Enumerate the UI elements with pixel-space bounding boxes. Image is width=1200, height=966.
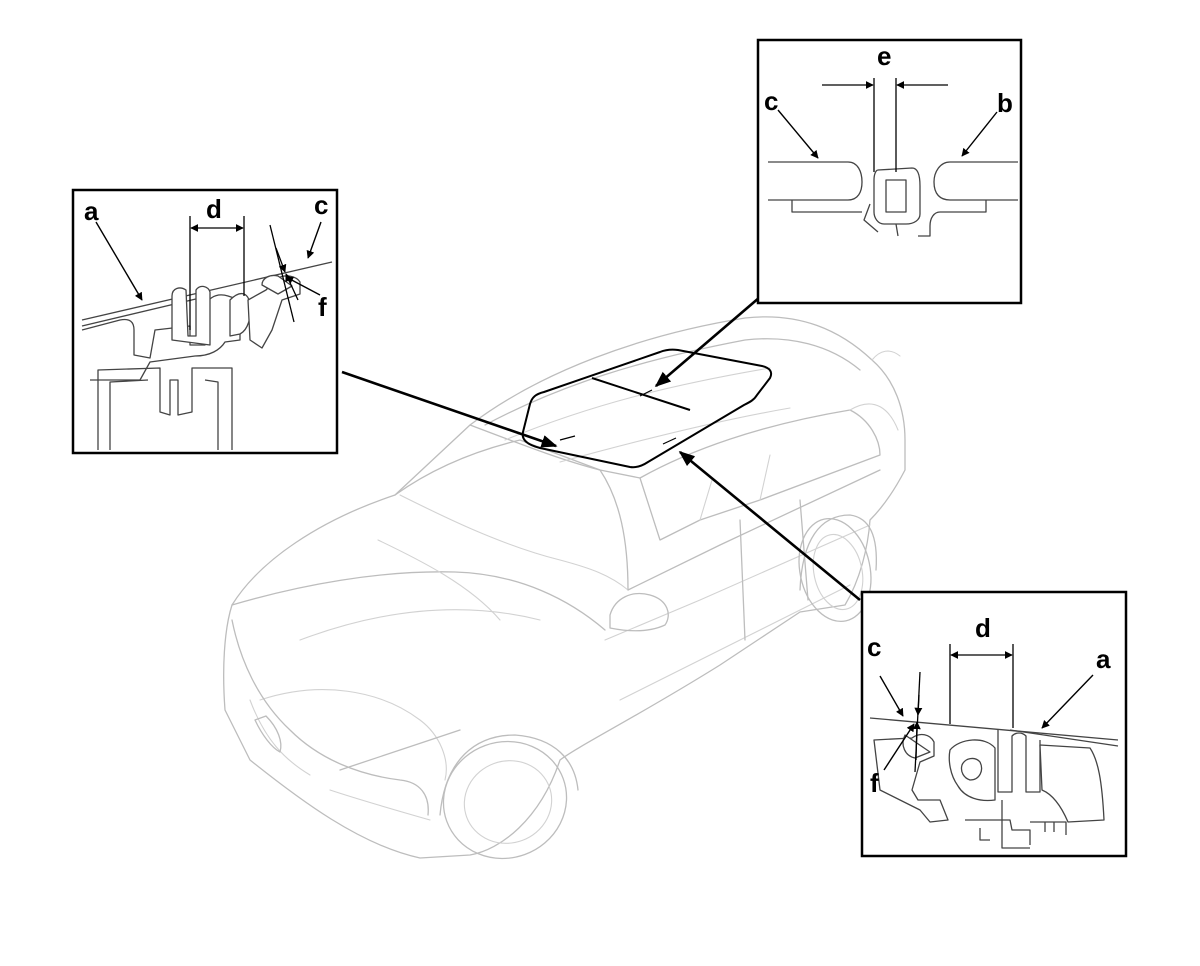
glass-divider [591,377,691,411]
glass-panel-c [768,161,863,201]
vehicle-illustration [223,316,906,860]
left-inset-detail: a d c f [71,188,339,455]
right-inset-detail: d c a f [860,590,1128,858]
roof-panel-line [869,717,1119,741]
side-mirror [609,592,669,632]
callout-arrow-right [678,450,861,602]
label-d: d [975,613,991,643]
front-wheel [439,734,579,860]
label-c: c [867,632,881,662]
lower-frame [965,800,1067,849]
label-b: b [997,88,1013,118]
label-d: d [206,194,222,224]
label-a: a [84,196,99,226]
label-c: c [764,86,778,116]
roof-glass-outline [521,348,773,469]
top-inset-detail: e c b [756,38,1023,305]
front-grille [231,619,429,816]
molding-channel [171,285,211,346]
label-c: c [314,190,328,220]
vehicle-body-outline [223,316,906,859]
callout-arrow-top [654,296,761,388]
label-e: e [877,41,891,71]
callout-arrow-left [341,370,558,448]
label-f: f [318,292,327,322]
callout-arrows [341,296,861,602]
roof-glass-panels [521,348,773,469]
molding-channel [997,730,1041,793]
lower-frame [97,367,233,450]
label-a: a [1096,644,1111,674]
glass-panel-b [933,161,1018,201]
label-f: f [870,768,879,798]
body-flange [1039,744,1105,823]
